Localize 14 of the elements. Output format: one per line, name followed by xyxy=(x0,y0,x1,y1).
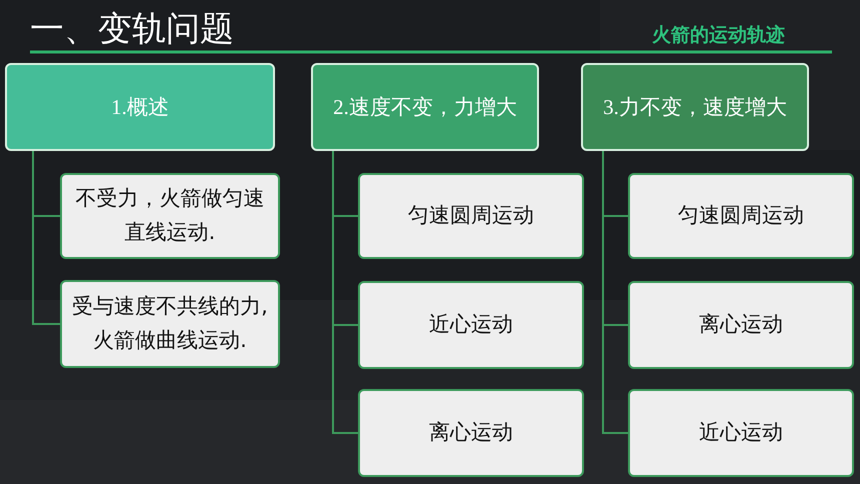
item-box: 不受力，火箭做匀速直线运动. xyxy=(60,173,280,259)
subtitle-label: 火箭的运动轨迹 xyxy=(652,23,785,48)
connector-line xyxy=(32,151,60,325)
item-box: 受与速度不共线的力, 火箭做曲线运动. xyxy=(60,280,280,368)
category-box: 1.概述 xyxy=(5,63,275,151)
item-box: 离心运动 xyxy=(358,389,584,477)
category-box: 2.速度不变，力增大 xyxy=(311,63,539,151)
category-box: 3.力不变，速度增大 xyxy=(581,63,809,151)
item-box: 匀速圆周运动 xyxy=(358,173,584,259)
item-box: 近心运动 xyxy=(358,281,584,369)
item-box: 近心运动 xyxy=(628,389,854,477)
item-box: 离心运动 xyxy=(628,281,854,369)
item-box: 匀速圆周运动 xyxy=(628,173,854,259)
title: 一、变轨问题 xyxy=(30,8,234,51)
